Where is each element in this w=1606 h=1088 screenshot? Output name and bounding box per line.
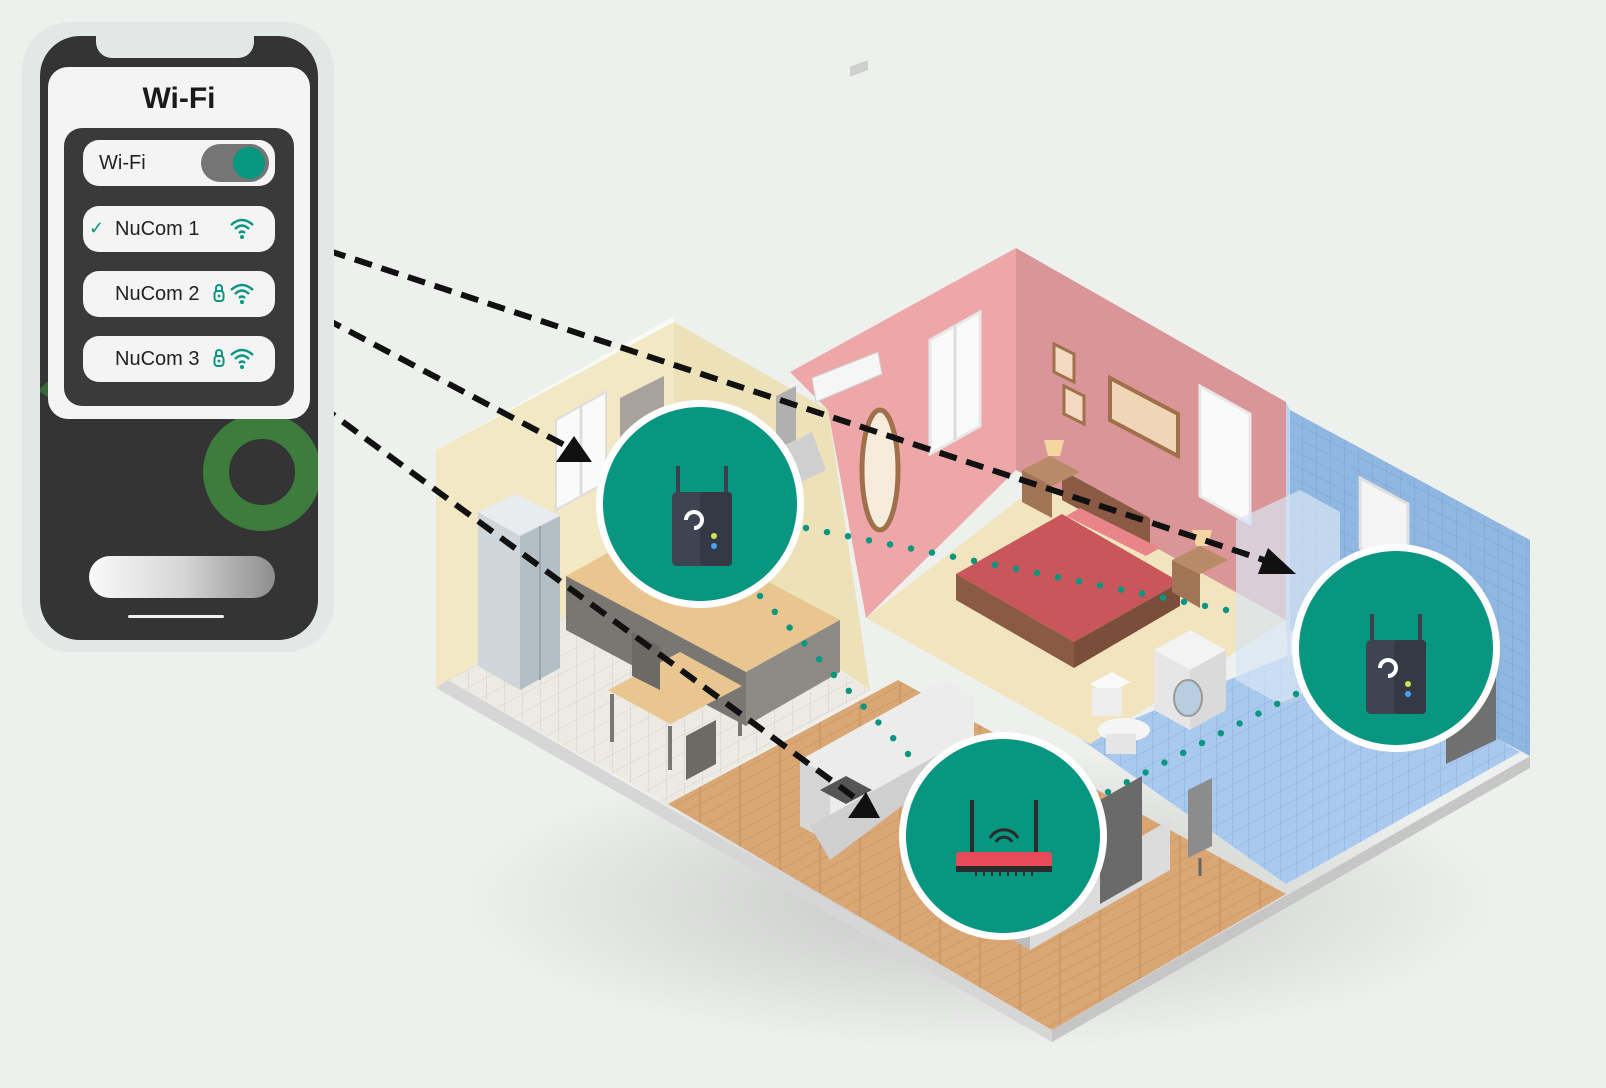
network-name: NuCom 2 <box>115 283 200 305</box>
toggle-knob <box>233 147 265 179</box>
signal-dot <box>1142 769 1149 776</box>
signal-dot <box>844 533 852 540</box>
network-row-nucom-3[interactable]: NuCom 3 <box>83 336 275 382</box>
phone-notch <box>96 36 254 58</box>
extender-icon <box>1366 614 1426 714</box>
signal-dot <box>1198 739 1206 747</box>
signal-dot <box>786 624 793 631</box>
sofa <box>800 680 974 860</box>
signal-dot <box>802 524 810 532</box>
standing-mirror <box>859 407 901 533</box>
bedroom-window-left <box>928 309 982 457</box>
washing-machine <box>1154 630 1226 730</box>
signal-dot <box>1096 582 1104 589</box>
connection-arrows <box>273 230 1296 818</box>
device-router-living <box>899 732 1107 940</box>
signal-dot <box>1180 598 1188 605</box>
signal-dots <box>756 524 1300 796</box>
signal-dot <box>801 640 808 647</box>
wifi-toggle-row[interactable]: Wi-Fi <box>83 140 275 186</box>
wifi-icon <box>230 218 254 239</box>
arrow-head-nucom2 <box>556 436 592 462</box>
signal-dot <box>970 557 978 564</box>
signal-dot <box>771 608 778 615</box>
signal-dot <box>991 561 999 569</box>
signal-dot <box>886 541 894 548</box>
network-name: NuCom 3 <box>115 348 200 370</box>
lock-icon <box>213 349 225 367</box>
signal-dot <box>1236 720 1243 727</box>
signal-dot <box>1033 569 1041 577</box>
network-name: NuCom 1 <box>115 218 200 240</box>
signal-dot <box>875 719 882 726</box>
signal-dot <box>1075 578 1083 585</box>
signal-dot <box>928 549 936 556</box>
nightstand-right <box>1172 530 1228 608</box>
wifi-toggle-label: Wi-Fi <box>99 152 146 174</box>
signal-dot <box>1201 602 1209 610</box>
device-extender-kitchen <box>596 400 804 608</box>
house-base-left <box>436 680 1052 1042</box>
signal-dot <box>860 703 867 710</box>
signal-dot <box>845 687 852 694</box>
signal-dot <box>756 592 764 600</box>
wifi-icon <box>230 348 254 369</box>
fridge <box>478 494 560 690</box>
arrow-nucom1 <box>274 230 1271 565</box>
signal-dot <box>1138 590 1146 597</box>
extender-icon <box>672 466 732 566</box>
signal-dot <box>1180 749 1187 756</box>
signal-dot <box>816 656 823 663</box>
arrow-nucom3 <box>273 369 860 803</box>
air-conditioner <box>811 60 883 403</box>
signal-dot <box>1255 710 1262 717</box>
lock-icon <box>213 284 225 302</box>
wifi-icon <box>230 283 254 304</box>
signal-dot <box>1123 779 1131 786</box>
network-row-nucom-2[interactable]: NuCom 2 <box>83 271 275 317</box>
house-base-right <box>1052 756 1530 1042</box>
signal-dot <box>1292 690 1300 698</box>
signal-dot <box>865 537 873 544</box>
signal-dot <box>904 750 912 758</box>
signal-dot <box>1222 606 1230 614</box>
signal-dot <box>1012 565 1020 573</box>
phone-action-button[interactable] <box>89 556 275 598</box>
wall-frames <box>1052 341 1180 460</box>
home-indicator <box>128 615 224 618</box>
signal-dot <box>830 671 838 679</box>
signal-dot <box>1274 700 1281 707</box>
network-row-nucom-1[interactable]: ✓ NuCom 1 <box>83 206 275 252</box>
check-icon: ✓ <box>89 218 105 238</box>
signal-dot <box>890 735 897 742</box>
signal-dot <box>1117 586 1125 593</box>
toilet <box>1090 672 1150 754</box>
signal-dot <box>1054 574 1062 581</box>
signal-dot <box>907 545 915 552</box>
device-extender-bathroom <box>1292 544 1500 752</box>
dining-table <box>608 632 742 780</box>
signal-dot <box>1217 730 1225 737</box>
signal-dot <box>1104 788 1112 796</box>
wifi-toggle-switch[interactable] <box>201 144 269 182</box>
arrow-head-nucom1 <box>1258 548 1296 574</box>
router-icon <box>956 800 1052 876</box>
signal-dot <box>823 528 831 536</box>
signal-dot <box>1159 594 1167 601</box>
signal-dot <box>949 553 957 560</box>
arrow-head-nucom3 <box>848 792 880 818</box>
signal-dot <box>1161 759 1168 766</box>
screen-title: Wi-Fi <box>142 82 216 115</box>
speaker <box>1188 778 1212 876</box>
